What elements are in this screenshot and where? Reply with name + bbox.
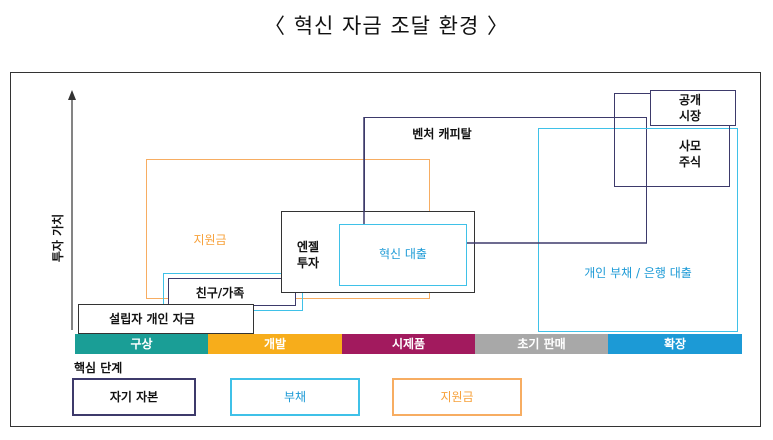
angel-label: 엔젤 투자 xyxy=(296,240,320,270)
diagram-frame xyxy=(10,72,761,427)
stage-expansion: 확장 xyxy=(608,334,742,354)
innovation-loan-box xyxy=(339,224,467,286)
personal-debt-box xyxy=(538,128,738,332)
stage-ideation: 구상 xyxy=(75,334,208,354)
venture-capital-label: 벤처 캐피탈 xyxy=(412,127,472,141)
legend-grant: 지원금 xyxy=(392,378,522,416)
stage-prototype: 시제품 xyxy=(342,334,475,354)
personal-funds-label: 설립자 개인 자금 xyxy=(109,312,195,326)
personal-debt-label: 개인 부채 / 은행 대출 xyxy=(584,266,692,280)
legend-debt: 부채 xyxy=(230,378,360,416)
legend-equity: 자기 자본 xyxy=(72,378,196,416)
friends-family-label: 친구/가족 xyxy=(195,286,245,300)
personal-funds-box xyxy=(78,304,254,334)
private-equity-label: 사모 주식 xyxy=(678,139,702,169)
public-market-label: 공개 시장 xyxy=(678,93,702,123)
stage-development: 개발 xyxy=(208,334,342,354)
page-title: 〈 혁신 자금 조달 환경 〉 xyxy=(264,14,509,38)
stage-early-sales: 초기 판매 xyxy=(475,334,608,354)
grants-label: 지원금 xyxy=(193,233,227,247)
innovation-loan-label: 혁신 대출 xyxy=(379,247,427,261)
public-market-box xyxy=(650,90,736,126)
legend-title: 핵심 단계 xyxy=(74,361,123,375)
